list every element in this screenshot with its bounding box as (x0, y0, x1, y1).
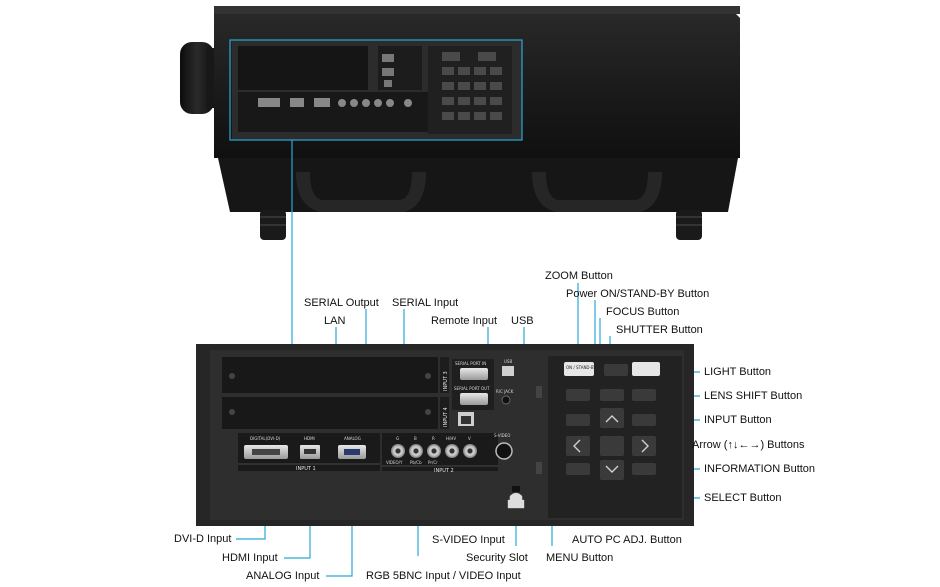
bnc-sub-pr-cr: Pr/Cr (428, 460, 438, 465)
label-serial-port-in: SERIAL PORT IN (455, 361, 486, 366)
security-slot (512, 486, 520, 492)
lock-icon (507, 492, 525, 509)
label-serial-input: SERIAL Input (392, 297, 459, 309)
label-shutter-button: SHUTTER Button (616, 324, 703, 336)
label-usb: USB (511, 315, 534, 327)
input-button[interactable] (632, 414, 656, 426)
label-information-button: INFORMATION Button (704, 463, 816, 475)
label-arrow-buttons: Arrow (↑↓←→) Buttons (692, 439, 805, 451)
label-serial-port-out: SERIAL PORT OUT (454, 386, 490, 391)
select-button[interactable] (600, 436, 624, 456)
label-dvi-d-input: DVI-D Input (174, 533, 232, 545)
label-analog-port: ANALOG (344, 436, 361, 441)
label-rc-jack: R/C JACK (496, 389, 514, 394)
label-serial-output: SERIAL Output (304, 297, 379, 309)
bnc-letter-g: G (396, 436, 399, 441)
power-button-text: ON / STAND-BY (566, 365, 596, 370)
label-security-slot: Security Slot (466, 552, 528, 564)
label-lens-shift-button: LENS SHIFT Button (704, 390, 803, 402)
label-focus-button: FOCUS Button (606, 306, 680, 318)
projector-photo (180, 6, 740, 240)
label-zoom-button: ZOOM Button (545, 270, 613, 282)
serial-output-connector[interactable] (460, 393, 488, 405)
label-rgb-video-input: RGB 5BNC Input / VIDEO Input (366, 570, 521, 582)
label-digital-dvi: DIGITAL(DVI-D) (250, 436, 281, 441)
light-button[interactable] (632, 362, 660, 376)
auto-pc-adj-button[interactable] (566, 463, 590, 475)
shutter-button[interactable] (604, 364, 628, 376)
slot-input4 (222, 397, 438, 429)
label-usb-port: USB (504, 359, 512, 364)
power-button[interactable] (564, 362, 594, 376)
lens (180, 42, 214, 114)
bnc-sub-pb-cb: Pb/Cb (410, 460, 422, 465)
label-select-button: SELECT Button (704, 492, 782, 504)
arrow-down-button[interactable] (600, 460, 624, 480)
bnc-sub-video-y: VIDEO/Y (386, 460, 403, 465)
highlight-box (229, 39, 523, 141)
label-input-button: INPUT Button (704, 414, 772, 426)
arrow-up-button[interactable] (600, 408, 624, 428)
label-input2: INPUT 2 (434, 468, 454, 474)
menu-button[interactable] (566, 414, 590, 426)
handle-right (532, 172, 662, 212)
label-menu-button: MENU Button (546, 552, 614, 564)
usb-port[interactable] (502, 366, 514, 376)
label-lan: LAN (324, 315, 346, 327)
terminal-panel-detail: INPUT 3 INPUT 4 SERIAL PORT IN SERIAL PO… (196, 344, 694, 526)
information-button[interactable] (632, 463, 656, 475)
handle-left (296, 172, 426, 212)
label-input1: INPUT 1 (296, 466, 316, 472)
label-light-button: LIGHT Button (704, 366, 772, 378)
label-hdmi-port: HDMI (304, 436, 315, 441)
remote-input-jack[interactable] (501, 395, 511, 405)
lens-shift-button[interactable] (632, 389, 656, 401)
label-input4: INPUT 4 (443, 407, 449, 427)
s-video-connector[interactable] (495, 442, 513, 460)
arrow-left-button[interactable] (566, 436, 590, 456)
focus-button[interactable] (600, 389, 624, 401)
serial-input-connector[interactable] (460, 368, 488, 380)
label-analog-input: ANALOG Input (246, 570, 320, 582)
label-input3: INPUT 3 (443, 371, 449, 391)
label-s-video-port: S-VIDEO (494, 433, 510, 438)
bnc-letter-hhv: H/HV (446, 436, 456, 441)
arrow-right-button[interactable] (632, 436, 656, 456)
zoom-button[interactable] (566, 389, 590, 401)
bnc-letters: G B R H/HV V (396, 436, 471, 441)
bnc-letter-v: V (468, 436, 471, 441)
label-power-button: Power ON/STAND-BY Button (566, 288, 710, 300)
label-auto-pc-button: AUTO PC ADJ. Button (572, 534, 682, 546)
slot-input3 (222, 357, 438, 393)
bnc-letter-b: B (414, 436, 417, 441)
label-s-video-input: S-VIDEO Input (432, 534, 505, 546)
label-hdmi-input: HDMI Input (222, 552, 278, 564)
label-remote-input: Remote Input (431, 315, 498, 327)
bnc-letter-r: R (432, 436, 435, 441)
